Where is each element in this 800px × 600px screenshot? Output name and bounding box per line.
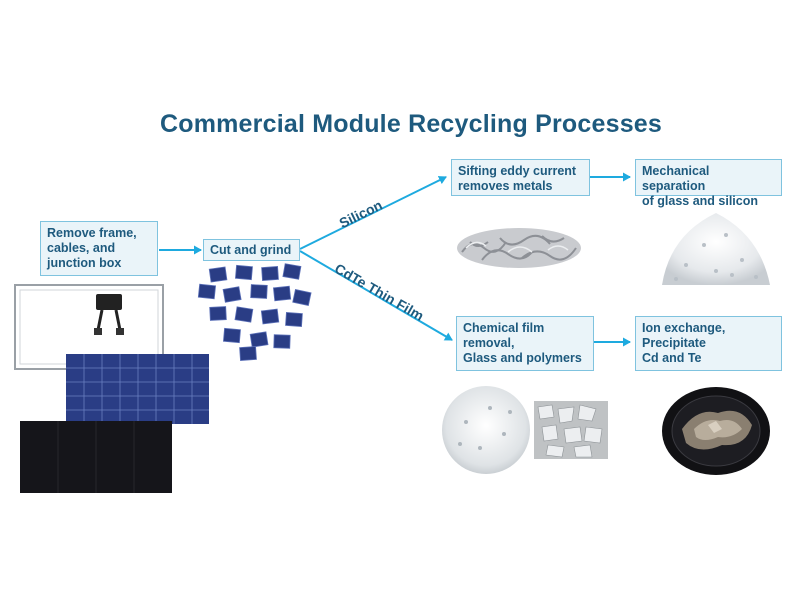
step-chemical-line-2: removal, bbox=[463, 336, 515, 350]
step-mechanical-line-1: Mechanical separation bbox=[642, 164, 710, 193]
metal-scrap-image bbox=[457, 228, 581, 268]
step-chemical-film-removal: Chemical film removal, Glass and polymer… bbox=[456, 316, 594, 371]
diagram-title: Commercial Module Recycling Processes bbox=[159, 110, 663, 138]
step-mechanical-separation: Mechanical separation of glass and silic… bbox=[635, 159, 782, 208]
step-remove-frame: Remove frame, cables, and junction box bbox=[40, 221, 158, 276]
cut-cells-image bbox=[197, 263, 312, 361]
step-remove-frame-line-3: junction box bbox=[47, 256, 122, 270]
arrow-cut-to-chemical bbox=[299, 250, 453, 341]
step-sifting-line-2: removes metals bbox=[458, 179, 553, 193]
step-sifting-line-1: Sifting eddy current bbox=[458, 164, 577, 178]
polymer-fragments-image bbox=[534, 401, 608, 459]
step-remove-frame-line-2: cables, and bbox=[47, 241, 116, 255]
step-mechanical-line-2: of glass and silicon bbox=[642, 194, 758, 208]
crushed-glass-image bbox=[442, 386, 530, 474]
step-chemical-line-3: Glass and polymers bbox=[463, 351, 582, 365]
step-chemical-line-1: Chemical film bbox=[463, 321, 545, 335]
step-ion-exchange: Ion exchange, Precipitate Cd and Te bbox=[635, 316, 782, 371]
arrow-cut-to-sifting bbox=[299, 176, 447, 250]
step-ion-line-2: Precipitate bbox=[642, 336, 706, 350]
glass-silicon-granules-image bbox=[662, 213, 770, 285]
step-ion-line-1: Ion exchange, bbox=[642, 321, 726, 335]
step-cut-and-grind: Cut and grind bbox=[203, 239, 300, 261]
step-remove-frame-line-1: Remove frame, bbox=[47, 226, 137, 240]
step-sifting-eddy-current: Sifting eddy current removes metals bbox=[451, 159, 590, 196]
step-cut-and-grind-line-1: Cut and grind bbox=[210, 243, 292, 257]
cd-te-residue-image bbox=[662, 387, 770, 475]
step-ion-line-3: Cd and Te bbox=[642, 351, 702, 365]
solar-panels-image bbox=[14, 284, 209, 493]
